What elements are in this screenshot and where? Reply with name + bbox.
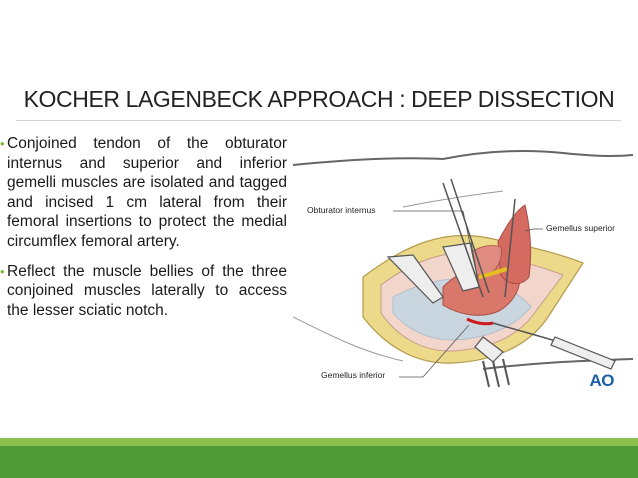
bullet-text: Reflect the muscle bellies of the three … (7, 262, 287, 319)
ao-logo: AO (589, 371, 615, 390)
bullet-item: • Conjoined tendon of the obturator inte… (0, 134, 287, 252)
bullet-text: Conjoined tendon of the obturator intern… (7, 135, 287, 250)
bullet-item: • Reflect the muscle bellies of the thre… (0, 262, 287, 321)
label-obturator-internus: Obturator internus (307, 205, 376, 215)
label-gemellus-superior: Gemellus superior (546, 223, 615, 233)
footer-accent-stripe (0, 438, 638, 446)
dissection-drawing (292, 150, 634, 388)
slide-title: KOCHER LAGENBECK APPROACH : DEEP DISSECT… (23, 86, 615, 112)
title-divider (16, 120, 621, 121)
surgical-illustration: Obturator internus Gemellus superior Gem… (292, 147, 634, 409)
label-gemellus-inferior: Gemellus inferior (321, 370, 386, 380)
bullet-marker: • (0, 136, 5, 151)
bullet-marker: • (0, 263, 5, 279)
bullet-list: • Conjoined tendon of the obturator inte… (0, 134, 287, 330)
footer-bar (0, 446, 638, 478)
